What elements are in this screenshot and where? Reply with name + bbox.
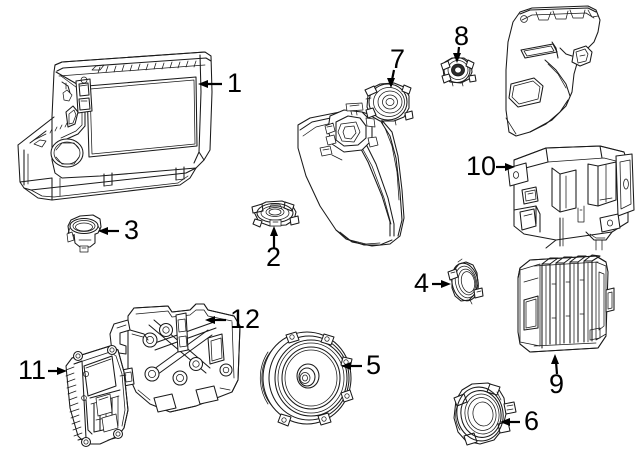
callout-12-label: 12: [230, 304, 260, 334]
callout-9: 9: [549, 354, 564, 399]
part-amplifier-mounting-bracket: [507, 145, 635, 251]
part-b-pillar-trim-panel: [297, 102, 405, 247]
callout-5-label: 5: [366, 350, 381, 380]
part-instrument-panel-trim-assembly: [17, 51, 213, 201]
callout-7: 7: [387, 44, 405, 88]
callout-2: 2: [266, 226, 281, 272]
callout-4-label: 4: [414, 268, 429, 298]
part-tweeter-speaker-grille: [66, 214, 102, 253]
callout-8-label: 8: [454, 21, 469, 51]
callout-3: 3: [98, 215, 139, 245]
callout-6: 6: [500, 406, 539, 436]
callout-8: 8: [453, 21, 469, 63]
part-rear-speaker-assembly: [453, 382, 517, 446]
part-tweeter-speaker-dash: [251, 200, 300, 228]
callout-10-label: 10: [466, 151, 496, 181]
part-telematics-control-module: [65, 344, 129, 448]
callout-9-label: 9: [549, 369, 564, 399]
part-door-woofer-speaker: [259, 331, 354, 427]
callout-1: 1: [198, 68, 242, 98]
callout-7-label: 7: [390, 44, 405, 74]
part-small-tweeter-speaker: [440, 56, 477, 87]
callout-6-label: 6: [524, 406, 539, 436]
callout-4: 4: [414, 268, 451, 298]
callout-1-label: 1: [227, 68, 242, 98]
part-pillar-tweeter-speaker: [364, 82, 414, 126]
callout-11-label: 11: [18, 355, 46, 385]
callout-11: 11: [18, 355, 67, 385]
part-radio-mounting-bracket: [109, 303, 241, 413]
part-rear-quarter-trim-panel: [505, 5, 601, 137]
callout-5: 5: [341, 350, 381, 380]
callout-10: 10: [466, 151, 515, 181]
part-speaker-ring-retainer: [447, 258, 484, 305]
callout-2-label: 2: [266, 242, 281, 272]
callout-3-label: 3: [124, 215, 139, 245]
part-audio-amplifier-module: [517, 254, 615, 353]
callout-12: 12: [205, 304, 260, 334]
